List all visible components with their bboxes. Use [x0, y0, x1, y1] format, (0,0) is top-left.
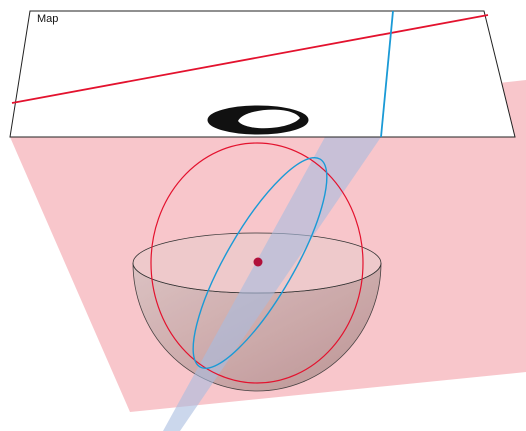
red-great-circle [150, 142, 364, 384]
red-strike-line [11, 14, 489, 104]
blue-great-circle [192, 156, 328, 370]
blue-plane [163, 137, 381, 431]
pole-point [253, 257, 263, 267]
map-frame [9, 10, 516, 138]
blue-strike-line [380, 10, 394, 138]
map-panel: Map [9, 10, 516, 138]
beachball-icon [207, 105, 309, 135]
map-label: Map [37, 13, 58, 25]
